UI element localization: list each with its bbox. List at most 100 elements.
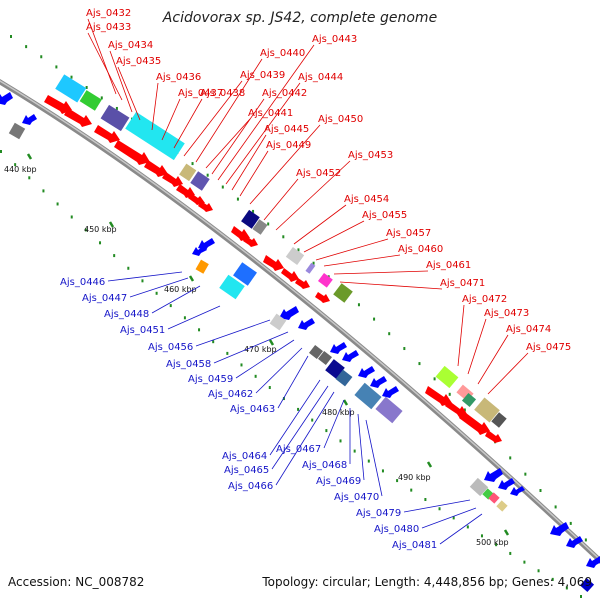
gene-arrow[interactable]: [298, 318, 315, 330]
gene-label-ajs_0479[interactable]: Ajs_0479: [356, 508, 401, 519]
gene-box-cyan-long[interactable]: [125, 111, 185, 161]
gene-label-ajs_0468[interactable]: Ajs_0468: [302, 460, 347, 471]
gene-label-ajs_0458[interactable]: Ajs_0458: [166, 359, 211, 370]
gene-label-ajs_0452[interactable]: Ajs_0452: [296, 168, 341, 179]
gene-box-tan[interactable]: [179, 163, 197, 182]
gene-label-ajs_0445[interactable]: Ajs_0445: [264, 124, 309, 135]
gene-label-ajs_0466[interactable]: Ajs_0466: [228, 481, 273, 492]
gene-box-cyan[interactable]: [55, 74, 87, 103]
gene-arrow[interactable]: [281, 268, 299, 282]
gene-box-navy[interactable]: [241, 209, 260, 229]
gene-box-violet[interactable]: [190, 171, 210, 191]
gene-label-ajs_0457[interactable]: Ajs_0457: [386, 228, 431, 239]
gene-arrow[interactable]: [342, 350, 359, 362]
gene-box-lightgray[interactable]: [269, 313, 287, 331]
gene-arrow[interactable]: [114, 140, 150, 165]
gene-arrow[interactable]: [586, 556, 600, 568]
gene-label-ajs_0462[interactable]: Ajs_0462: [208, 389, 253, 400]
gene-arrow[interactable]: [279, 306, 299, 320]
gene-arrow[interactable]: [94, 125, 120, 143]
gene-label-ajs_0451[interactable]: Ajs_0451: [120, 325, 165, 336]
gene-box-orange[interactable]: [195, 259, 209, 274]
gene-arrow[interactable]: [510, 486, 525, 496]
gene-label-ajs_0447[interactable]: Ajs_0447: [82, 293, 127, 304]
gene-box-darkgray[interactable]: [491, 412, 507, 428]
gene-label-ajs_0470[interactable]: Ajs_0470: [334, 492, 379, 503]
gene-label-ajs_0460[interactable]: Ajs_0460: [398, 244, 443, 255]
gene-arrow[interactable]: [198, 238, 215, 250]
gene-box-steelblue[interactable]: [354, 382, 382, 410]
gene-box-gray[interactable]: [252, 219, 268, 235]
gene-arrow[interactable]: [498, 478, 515, 490]
gene-label-ajs_0437[interactable]: Ajs_0437: [178, 88, 223, 99]
gene-label-ajs_0480[interactable]: Ajs_0480: [374, 524, 419, 535]
gene-label-ajs_0446[interactable]: Ajs_0446: [60, 277, 105, 288]
gene-box-gray[interactable]: [8, 122, 26, 140]
gene-label-ajs_0438[interactable]: Ajs_0438: [200, 88, 245, 99]
gene-arrow[interactable]: [64, 108, 92, 127]
gene-arrow[interactable]: [315, 292, 330, 303]
gene-arrow[interactable]: [198, 201, 213, 212]
gene-box-darkgray[interactable]: [308, 344, 324, 360]
gene-arrow[interactable]: [382, 386, 399, 398]
gene-arrow[interactable]: [330, 342, 347, 354]
gene-arrow[interactable]: [358, 366, 375, 378]
gene-label-ajs_0473[interactable]: Ajs_0473: [484, 308, 529, 319]
gene-box-teal[interactable]: [461, 392, 477, 408]
gene-label-ajs_0434[interactable]: Ajs_0434: [108, 40, 153, 51]
gene-box-tan[interactable]: [496, 500, 508, 512]
gene-box-silver[interactable]: [469, 477, 489, 497]
gene-box-magenta[interactable]: [317, 272, 333, 288]
gene-label-ajs_0432[interactable]: Ajs_0432: [86, 8, 131, 19]
gene-label-ajs_0465[interactable]: Ajs_0465: [224, 465, 269, 476]
gene-box-slate[interactable]: [375, 396, 403, 424]
gene-box-pink[interactable]: [488, 492, 500, 504]
gene-label-ajs_0449[interactable]: Ajs_0449: [266, 140, 311, 151]
gene-box-blue[interactable]: [233, 262, 257, 286]
gene-label-ajs_0467[interactable]: Ajs_0467: [276, 444, 321, 455]
gene-label-ajs_0481[interactable]: Ajs_0481: [392, 540, 437, 551]
gene-arrow[interactable]: [0, 92, 13, 105]
gene-box-blue[interactable]: [579, 577, 595, 593]
gene-box-lightgray[interactable]: [285, 247, 305, 265]
gene-box-lime[interactable]: [435, 365, 459, 389]
gene-label-ajs_0471[interactable]: Ajs_0471: [440, 278, 485, 289]
gene-label-ajs_0463[interactable]: Ajs_0463: [230, 404, 275, 415]
gene-box-purple[interactable]: [100, 104, 130, 132]
gene-arrow[interactable]: [550, 522, 569, 536]
gene-label-ajs_0475[interactable]: Ajs_0475: [526, 342, 571, 353]
gene-label-ajs_0444[interactable]: Ajs_0444: [298, 72, 343, 83]
gene-label-ajs_0464[interactable]: Ajs_0464: [222, 451, 267, 462]
gene-box-khaki[interactable]: [474, 397, 500, 423]
gene-box-lavender[interactable]: [305, 262, 316, 274]
gene-arrow[interactable]: [144, 160, 168, 177]
gene-label-ajs_0436[interactable]: Ajs_0436: [156, 72, 201, 83]
gene-arrow[interactable]: [484, 468, 503, 482]
gene-label-ajs_0448[interactable]: Ajs_0448: [104, 309, 149, 320]
gene-label-ajs_0442[interactable]: Ajs_0442: [262, 88, 307, 99]
gene-label-ajs_0454[interactable]: Ajs_0454: [344, 194, 389, 205]
gene-arrow[interactable]: [263, 255, 284, 271]
gene-arrow[interactable]: [44, 95, 72, 114]
gene-label-ajs_0459[interactable]: Ajs_0459: [188, 374, 233, 385]
gene-label-ajs_0472[interactable]: Ajs_0472: [462, 294, 507, 305]
gene-label-ajs_0435[interactable]: Ajs_0435: [116, 56, 161, 67]
gene-label-ajs_0440[interactable]: Ajs_0440: [260, 48, 305, 59]
gene-label-ajs_0456[interactable]: Ajs_0456: [148, 342, 193, 353]
gene-arrow[interactable]: [295, 278, 310, 289]
gene-box-steel[interactable]: [335, 369, 353, 387]
gene-box-olive[interactable]: [333, 283, 353, 303]
gene-arrow[interactable]: [459, 410, 490, 435]
gene-label-ajs_0474[interactable]: Ajs_0474: [506, 324, 551, 335]
gene-arrow[interactable]: [243, 236, 258, 247]
gene-label-ajs_0469[interactable]: Ajs_0469: [316, 476, 361, 487]
gene-label-ajs_0443[interactable]: Ajs_0443: [312, 34, 357, 45]
gene-arrow[interactable]: [566, 536, 583, 548]
gene-box-green[interactable]: [79, 90, 102, 111]
gene-label-ajs_0453[interactable]: Ajs_0453: [348, 150, 393, 161]
gene-arrow[interactable]: [22, 114, 37, 125]
gene-arrow[interactable]: [425, 386, 452, 406]
gene-box-cyan[interactable]: [219, 274, 245, 300]
gene-box-darkgray[interactable]: [317, 350, 333, 366]
gene-label-ajs_0450[interactable]: Ajs_0450: [318, 114, 363, 125]
